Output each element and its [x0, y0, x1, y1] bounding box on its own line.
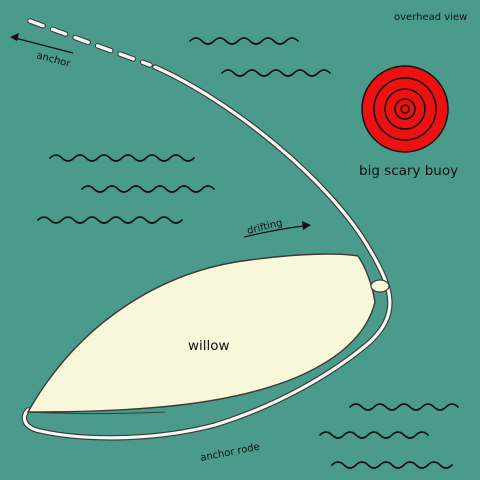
- wave-icon: [349, 403, 459, 411]
- boat-willow: [26, 253, 390, 414]
- wave-icon: [331, 461, 453, 469]
- arrow-right-icon: [243, 225, 307, 238]
- wave-icon: [81, 185, 215, 193]
- arrow-left-head: [10, 33, 19, 41]
- boat-name-label: willow: [188, 338, 230, 354]
- view-label: overhead view: [394, 12, 467, 23]
- wave-icon: [49, 154, 195, 162]
- arrow-right-head: [302, 221, 311, 230]
- wave-icon: [189, 37, 299, 45]
- buoy-icon: [361, 65, 449, 153]
- arrow-left-icon: [14, 37, 74, 54]
- wave-icon: [221, 69, 331, 77]
- wave-icon: [319, 431, 429, 439]
- bow-roller: [370, 279, 390, 293]
- arrows-group: [10, 33, 311, 238]
- anchor-rode-line: [21, 18, 393, 441]
- wave-icon: [37, 216, 183, 224]
- buoy-label: big scary buoy: [359, 163, 458, 179]
- waves-group: [37, 37, 459, 469]
